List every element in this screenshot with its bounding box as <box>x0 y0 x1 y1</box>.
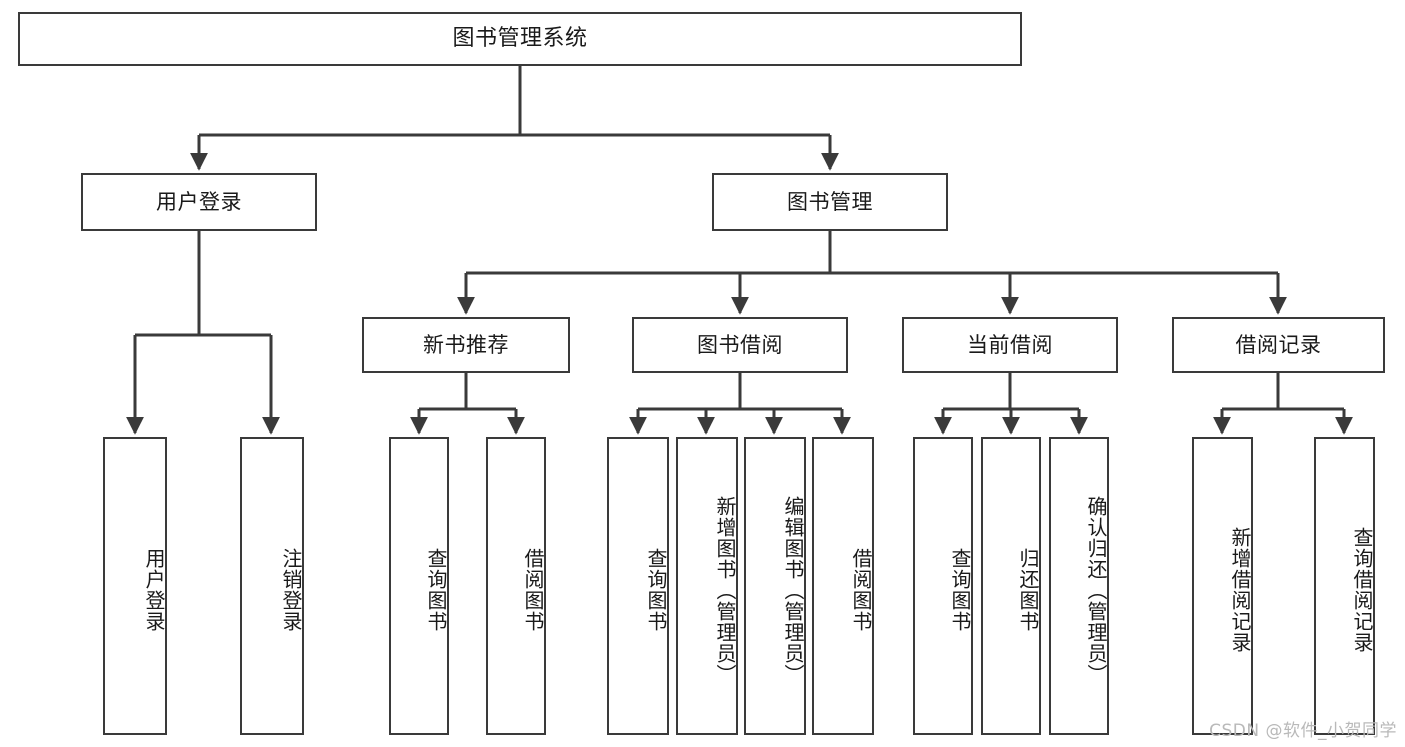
csdn-watermark: CSDN @软件_小贺同学 <box>1209 721 1397 741</box>
leaf-confirm-return[interactable]: 确认归还（管理员） <box>1049 437 1109 735</box>
node-user-login[interactable]: 用户登录 <box>81 173 317 231</box>
leaf-borrow-book-2[interactable]: 借阅图书 <box>812 437 874 735</box>
leaf-return-book[interactable]: 归还图书 <box>981 437 1041 735</box>
leaf-query-book-1[interactable]: 查询图书 <box>389 437 449 735</box>
leaf-query-book-3[interactable]: 查询图书 <box>913 437 973 735</box>
leaf-edit-book[interactable]: 编辑图书（管理员） <box>744 437 806 735</box>
leaf-add-record[interactable]: 新增借阅记录 <box>1192 437 1253 735</box>
node-current-borrow[interactable]: 当前借阅 <box>902 317 1118 373</box>
leaf-query-book-2[interactable]: 查询图书 <box>607 437 669 735</box>
leaf-add-book[interactable]: 新增图书（管理员） <box>676 437 738 735</box>
leaf-borrow-book-1[interactable]: 借阅图书 <box>486 437 546 735</box>
node-borrow-record[interactable]: 借阅记录 <box>1172 317 1385 373</box>
node-root[interactable]: 图书管理系统 <box>18 12 1022 66</box>
leaf-query-record[interactable]: 查询借阅记录 <box>1314 437 1375 735</box>
node-book-manage[interactable]: 图书管理 <box>712 173 948 231</box>
node-new-book-recommend[interactable]: 新书推荐 <box>362 317 570 373</box>
leaf-logout-login[interactable]: 注销登录 <box>240 437 304 735</box>
node-book-borrow[interactable]: 图书借阅 <box>632 317 848 373</box>
leaf-user-login[interactable]: 用户登录 <box>103 437 167 735</box>
